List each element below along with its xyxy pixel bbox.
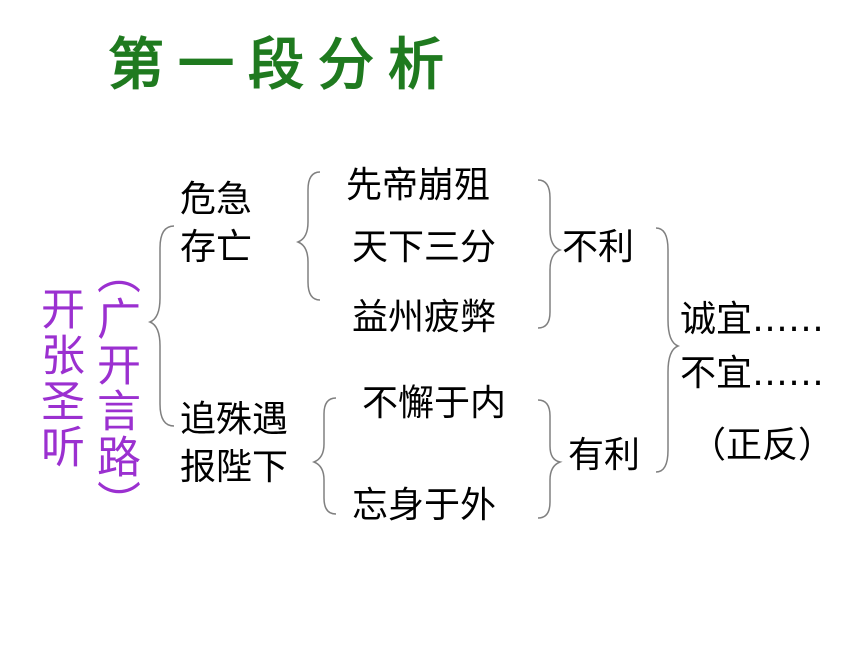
branch1-item-1: 先帝崩殂: [346, 165, 491, 206]
branch1-label-line1: 危急: [180, 179, 253, 220]
branch1-label: 危急 存亡: [180, 176, 252, 272]
branch1-result-brace: [537, 179, 563, 329]
conclusion-note: （正反）: [690, 425, 835, 466]
branch2-item-1: 不懈于内: [362, 383, 507, 424]
page-title: 第一段分析: [108, 33, 458, 98]
conclusion-line1: 诚宜……: [680, 299, 825, 340]
branch2-brace: [311, 397, 337, 515]
branch2-result: 有利: [568, 435, 641, 476]
branch1-item-2: 天下三分: [352, 227, 497, 268]
branch2-label: 追殊遇 报陛下: [180, 396, 288, 492]
branch1-result: 不利: [562, 227, 635, 268]
main-point-paren-note: （广开言路）: [89, 250, 140, 526]
conclusion-brace: [655, 227, 681, 473]
branch2-result-brace: [537, 399, 563, 519]
branch1-label-line2: 存亡: [180, 227, 253, 268]
conclusion-line2: 不宜……: [680, 353, 825, 394]
branch2-label-line1: 追殊遇: [180, 399, 289, 440]
main-point-text: 开张圣听: [33, 286, 84, 470]
branch2-item-2: 忘身于外: [352, 485, 497, 526]
branch1-item-3: 益州疲弊: [352, 297, 497, 338]
branch1-brace: [295, 171, 321, 301]
left-brace: [147, 225, 175, 427]
branch2-label-line2: 报陛下: [180, 447, 289, 488]
